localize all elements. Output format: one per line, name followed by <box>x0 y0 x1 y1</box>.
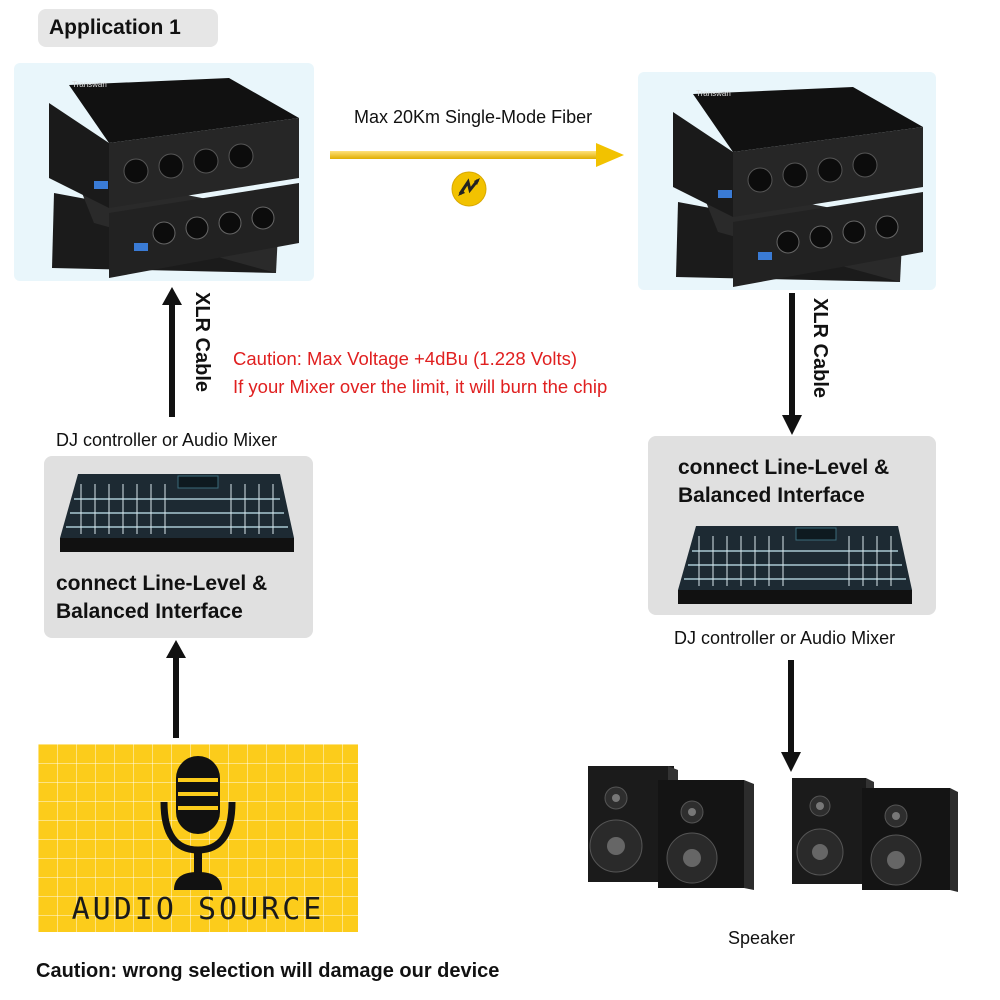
application-title: Application 1 <box>38 9 218 47</box>
mixer-panel-left: connect Line-Level & Balanced Interface <box>44 456 313 638</box>
xlr-arrow-left <box>162 287 182 417</box>
converter-panel-right: Transwan <box>638 72 936 290</box>
caution-voltage-line2: If your Mixer over the limit, it will bu… <box>233 376 608 397</box>
mixer-text-left-line2: Balanced Interface <box>56 600 243 623</box>
xlr-cable-label-left: XLR Cable <box>191 292 213 393</box>
mixer-text-right-line2: Balanced Interface <box>678 484 865 507</box>
mixer-panel-right: connect Line-Level & Balanced Interface <box>648 436 936 615</box>
fiber-arrow <box>330 143 624 167</box>
speaker-arrow <box>781 660 801 772</box>
speakers-image <box>588 766 958 892</box>
xlr-arrow-right <box>782 293 802 435</box>
mixer-text-right-line1: connect Line-Level & <box>678 456 890 479</box>
mixer-caption-right: DJ controller or Audio Mixer <box>674 628 896 648</box>
fiber-converter-image-right: Transwan <box>673 87 923 287</box>
fiber-converter-image-left: Transwan <box>49 78 299 278</box>
microphone-icon <box>160 756 236 890</box>
caution-voltage-line1: Caution: Max Voltage +4dBu (1.228 Volts) <box>233 348 578 369</box>
fiber-label: Max 20Km Single-Mode Fiber <box>354 107 593 127</box>
audio-mixer-image-left <box>60 474 294 552</box>
fiber-link-icon <box>451 171 487 207</box>
audio-source-box: AUDIO SOURCE <box>38 744 358 932</box>
brand-label-left: Transwan <box>72 80 107 89</box>
audio-mixer-image-right <box>678 526 912 604</box>
mixer-caption-left: DJ controller or Audio Mixer <box>56 430 278 450</box>
mixer-text-left-line1: connect Line-Level & <box>56 572 268 595</box>
footer-caution: Caution: wrong selection will damage our… <box>36 960 500 982</box>
converter-panel-left: Transwan <box>14 63 314 281</box>
audio-source-label: AUDIO SOURCE <box>71 892 325 927</box>
audio-source-arrow <box>166 640 186 738</box>
brand-label-right: Transwan <box>696 89 731 98</box>
xlr-cable-label-right: XLR Cable <box>809 298 831 399</box>
speaker-label: Speaker <box>728 928 796 948</box>
